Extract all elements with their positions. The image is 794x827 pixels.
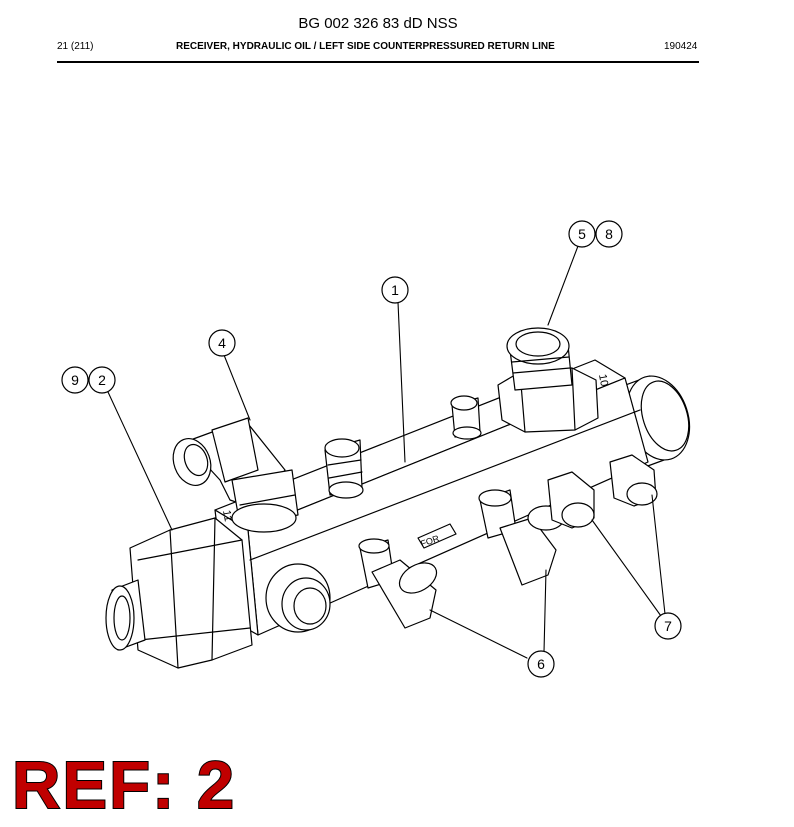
ref-label: REF: 2 <box>11 748 237 823</box>
for-marking <box>417 523 457 549</box>
callout-4: 4 <box>218 335 226 351</box>
leader-lines <box>107 245 666 659</box>
header-rule <box>57 61 699 63</box>
front-elbow-left <box>358 538 438 629</box>
center-plug <box>450 395 482 440</box>
callout-8: 8 <box>605 226 613 242</box>
page-number: 21 (211) <box>57 41 94 52</box>
callout-5: 5 <box>578 226 586 242</box>
drawing-caption: RECEIVER, HYDRAULIC OIL / LEFT SIDE COUN… <box>176 41 555 52</box>
callout-circles <box>61 220 682 678</box>
front-large-port <box>265 563 331 633</box>
document-title: BG 002 326 83 dD NSS <box>298 15 458 32</box>
large-hex-fitting <box>497 327 599 433</box>
callout-2: 2 <box>98 372 106 388</box>
plug-7-right <box>609 454 658 507</box>
upper-small-fitting <box>324 438 364 499</box>
plug-7-left <box>547 471 595 529</box>
callout-7: 7 <box>664 618 672 634</box>
callout-9: 9 <box>71 372 79 388</box>
body-marking-10: 10 <box>596 373 610 387</box>
left-end-fitting <box>105 579 146 651</box>
front-elbow-right <box>478 489 565 586</box>
elbow-fitting-4 <box>172 417 299 533</box>
drawing-date: 190424 <box>664 41 698 52</box>
callout-1: 1 <box>391 282 399 298</box>
callout-labels: 1 2 4 5 6 7 8 9 <box>71 226 672 672</box>
left-hex-block <box>129 517 253 669</box>
body-marking-11: 11 <box>220 509 234 522</box>
callout-6: 6 <box>537 656 545 672</box>
